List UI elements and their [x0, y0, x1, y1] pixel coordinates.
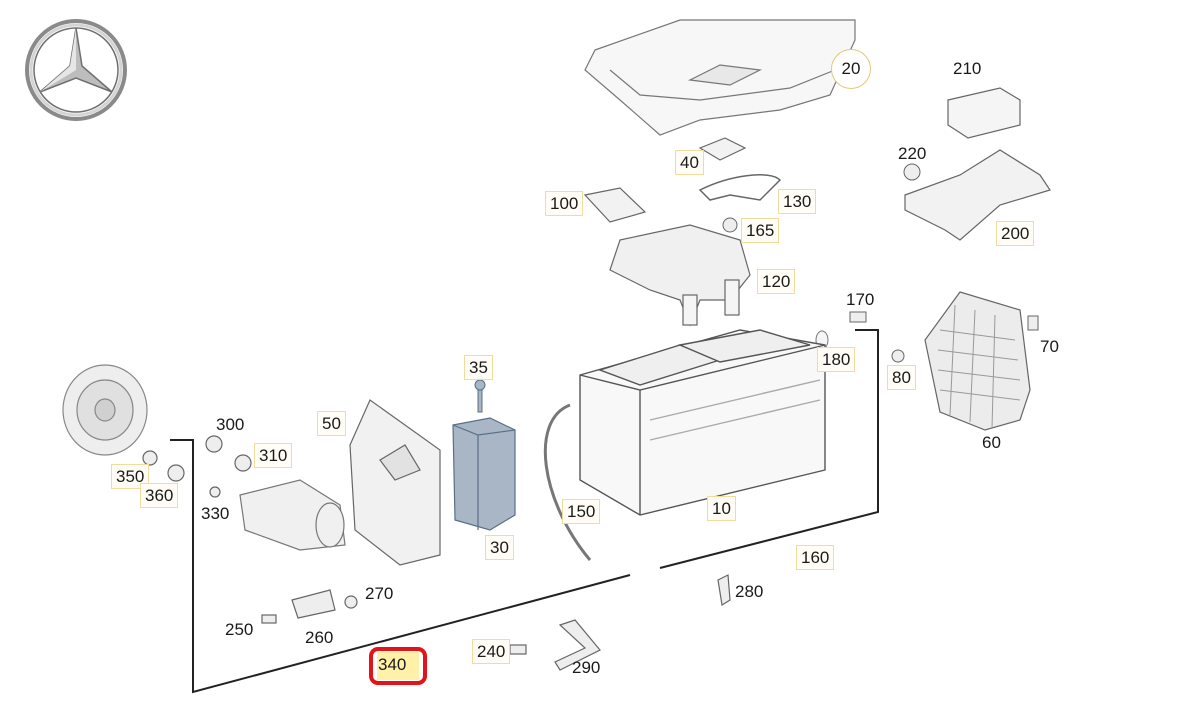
label-50[interactable]: 50: [317, 411, 346, 436]
label-10[interactable]: 10: [707, 496, 736, 521]
part-130-cable: [698, 174, 782, 201]
label-360[interactable]: 360: [140, 483, 179, 508]
part-60-grid: [937, 304, 1021, 429]
part-150-cable: [543, 403, 592, 561]
part-70-clip: [1027, 315, 1039, 331]
label-260[interactable]: 260: [305, 628, 334, 647]
label-280[interactable]: 280: [735, 582, 764, 601]
part-30-relay: [452, 417, 516, 531]
label-180[interactable]: 180: [817, 347, 856, 372]
label-170[interactable]: 170: [846, 290, 875, 309]
label-300[interactable]: 300: [216, 415, 245, 434]
part-165-nut: [722, 217, 738, 233]
label-100[interactable]: 100: [545, 191, 584, 216]
part-210-box: [947, 87, 1021, 139]
label-150[interactable]: 150: [562, 499, 601, 524]
label-40[interactable]: 40: [675, 150, 704, 175]
label-20[interactable]: 20: [831, 49, 871, 89]
label-200[interactable]: 200: [996, 221, 1035, 246]
label-130[interactable]: 130: [778, 189, 817, 214]
label-210[interactable]: 210: [953, 59, 982, 78]
highlight-fill: [377, 652, 419, 680]
label-340[interactable]: 340: [378, 655, 407, 674]
label-80[interactable]: 80: [887, 365, 916, 390]
label-250[interactable]: 250: [225, 620, 254, 639]
label-120[interactable]: 120: [757, 269, 796, 294]
part-120-fusebox: [609, 224, 751, 327]
part-170-terminal: [849, 311, 867, 323]
highlight-340: [369, 647, 427, 685]
label-165[interactable]: 165: [741, 218, 780, 243]
part-50-shield: [349, 399, 441, 566]
label-70[interactable]: 70: [1040, 337, 1059, 356]
label-290[interactable]: 290: [572, 658, 601, 677]
label-30[interactable]: 30: [485, 535, 514, 560]
label-330[interactable]: 330: [201, 504, 230, 523]
part-35-bolt: [474, 379, 486, 413]
label-240[interactable]: 240: [472, 639, 511, 664]
engine-cover: [584, 19, 856, 136]
label-310[interactable]: 310: [254, 443, 293, 468]
alternator: [62, 364, 148, 456]
starter-motor: [239, 479, 346, 551]
mercedes-logo: [25, 19, 127, 121]
part-100-cover: [583, 187, 647, 223]
label-60[interactable]: 60: [982, 433, 1001, 452]
label-160[interactable]: 160: [796, 545, 835, 570]
label-350[interactable]: 350: [111, 464, 150, 489]
label-220[interactable]: 220: [898, 144, 927, 163]
small-hardware: [142, 435, 731, 671]
label-270[interactable]: 270: [365, 584, 394, 603]
part-40-bracket: [698, 137, 747, 161]
part-10-battery: [579, 329, 826, 516]
part-200-bracket: [904, 149, 1051, 241]
part-60-cover: [924, 291, 1031, 431]
part-220-nut: [903, 163, 921, 181]
group-frame: [170, 329, 879, 694]
part-80-bolt: [891, 349, 905, 363]
label-35[interactable]: 35: [464, 355, 493, 380]
